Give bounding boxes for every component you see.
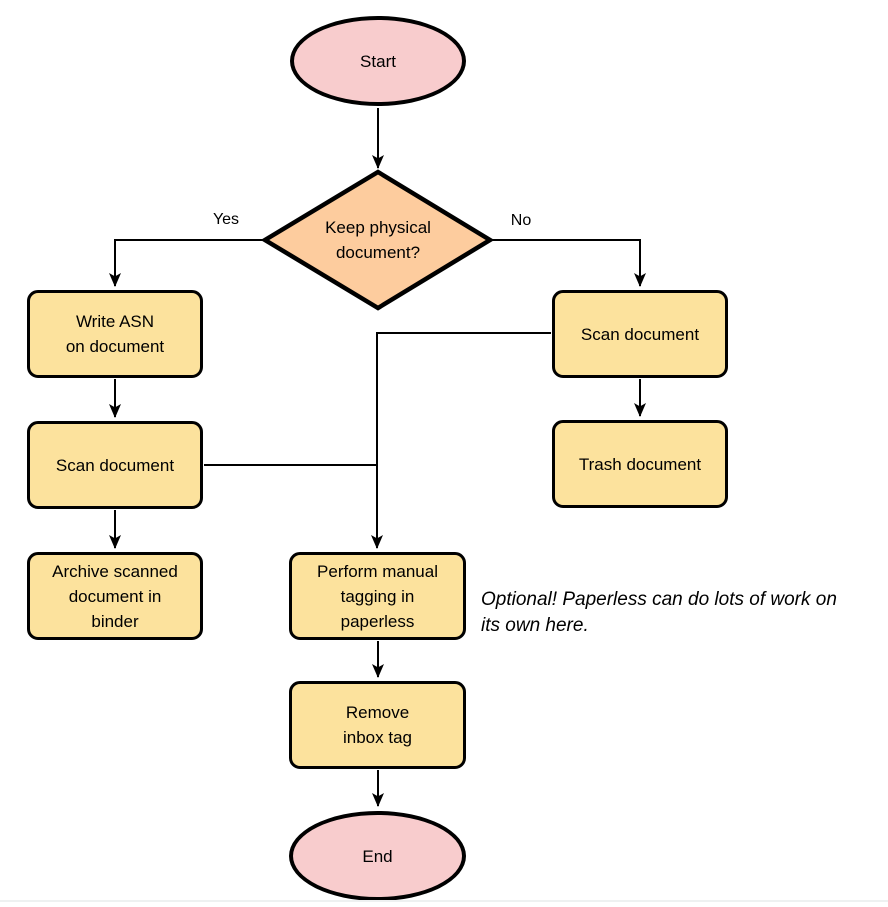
manual-tagging-label-line: Perform manual <box>317 561 438 581</box>
remove-inbox-tag-label-line: Remove <box>345 703 410 722</box>
end-node-label: End <box>362 846 393 866</box>
optional-note: Optional! Paperless can do lots of work … <box>481 587 888 639</box>
scan-document-right-label: Scan document <box>580 324 700 344</box>
decision-diamond <box>260 169 495 311</box>
optional-note-line: Optional! Paperless can do lots of work … <box>481 589 837 610</box>
decision-node-label: Keep physical document? <box>283 215 473 265</box>
start-node-label: Start <box>360 51 396 71</box>
scan-document-right-node: Scan document <box>552 290 728 378</box>
manual-tagging-label-line: tagging in <box>340 586 415 606</box>
edge-scan-right-to-tagging <box>371 332 551 549</box>
edge-decision-no-to-scan-right <box>490 239 646 287</box>
yes-edge-label: Yes <box>212 211 240 228</box>
scan-document-left-label: Scan document <box>55 455 175 475</box>
archive-label-line: Archive scanned <box>52 561 178 581</box>
archive-label-line: document in <box>68 586 162 606</box>
remove-inbox-tag-label-line: inbox tag <box>343 728 412 747</box>
archive-node: Archive scanned document in binder <box>27 552 203 640</box>
page-bottom-border <box>0 900 888 902</box>
remove-inbox-tag-node: Remove inbox tag <box>289 681 466 769</box>
optional-note-line: its own here. <box>481 615 589 636</box>
write-asn-label-line: Write ASN <box>75 312 155 331</box>
start-node: Start <box>290 16 466 106</box>
trash-document-node: Trash document <box>552 420 728 508</box>
no-edge-label: No <box>510 212 532 229</box>
end-node: End <box>289 811 466 901</box>
write-asn-label-line: on document <box>65 337 165 356</box>
edge-decision-yes-to-write-asn <box>109 239 265 287</box>
manual-tagging-node: Perform manual tagging in paperless <box>289 552 466 640</box>
trash-document-label: Trash document <box>578 454 702 474</box>
decision-label-line: Keep physical <box>325 218 431 237</box>
scan-document-left-node: Scan document <box>27 421 203 509</box>
archive-label-line: binder <box>91 611 139 631</box>
manual-tagging-label-line: paperless <box>340 611 415 631</box>
write-asn-node: Write ASN on document <box>27 290 203 378</box>
decision-label-line: document? <box>335 243 421 262</box>
